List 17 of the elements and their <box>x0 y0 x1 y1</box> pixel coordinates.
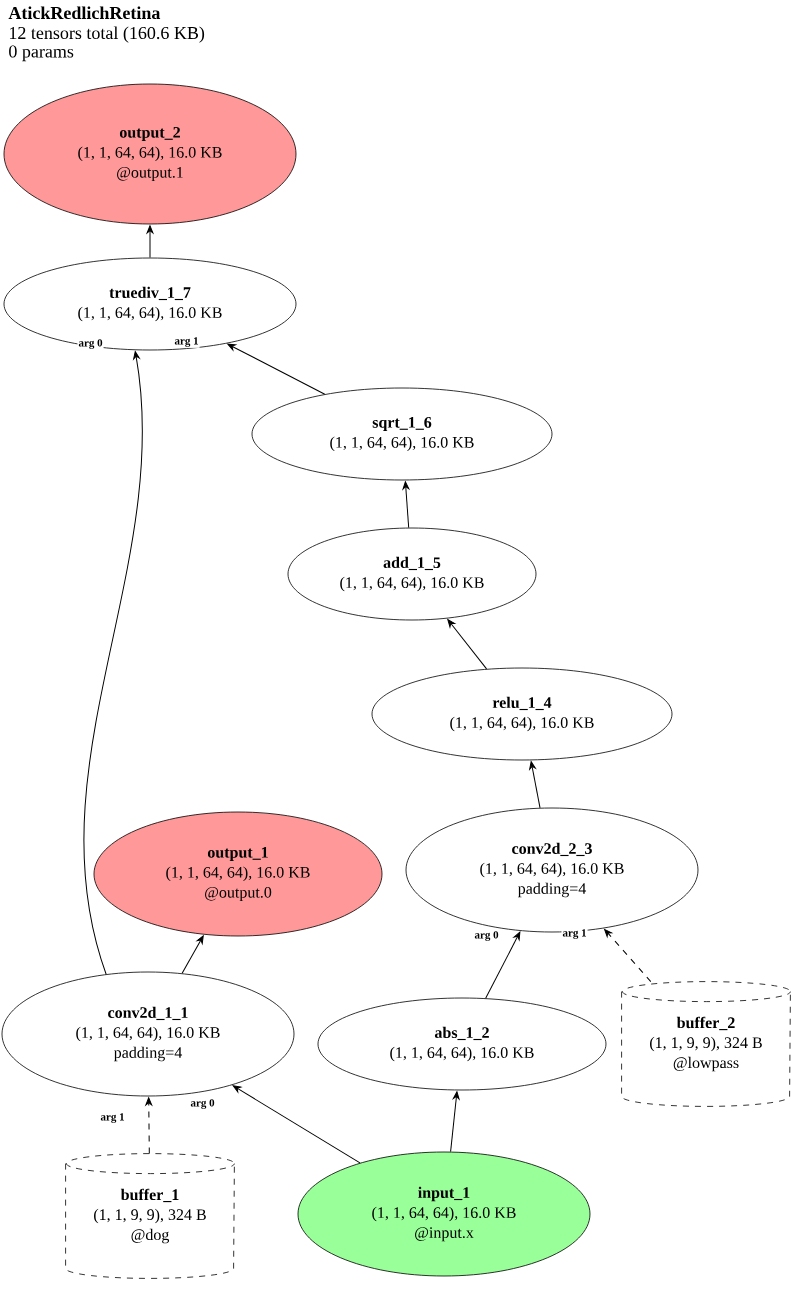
arrow <box>232 1085 361 1164</box>
arrow <box>145 1097 153 1155</box>
arrow <box>447 619 488 670</box>
buffer-cylinder: buffer_2 (1, 1, 9, 9), 324 B @lowpass <box>621 981 791 1107</box>
arrow <box>485 931 521 999</box>
arrow <box>146 225 154 259</box>
arrow <box>402 481 410 529</box>
summary-text: 0 params <box>9 45 74 62</box>
summary-text: 12 tensors total (160.6 KB) <box>9 26 205 43</box>
arrow <box>450 1091 460 1153</box>
buffer-cylinder: buffer_1 (1, 1, 9, 9), 324 B @dog <box>65 1153 235 1279</box>
arrow <box>227 343 326 395</box>
arrow <box>181 935 204 974</box>
title: AtickRedlichRetina <box>8 6 161 20</box>
arrow <box>529 761 541 809</box>
arrow <box>83 351 143 975</box>
arrow <box>604 928 652 983</box>
